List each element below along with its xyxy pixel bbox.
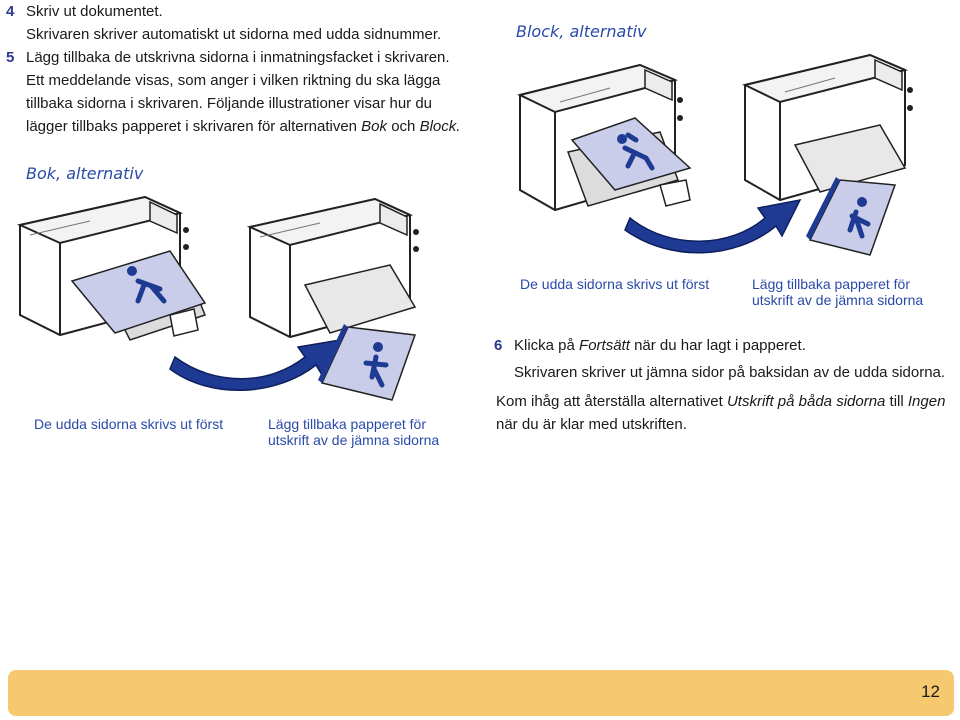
paper-sheet-icon: [570, 117, 692, 191]
bok-option-ref: Bok: [361, 118, 388, 135]
step-4-number: 4: [6, 3, 15, 20]
step-6-line1-pre: Klicka på: [514, 337, 580, 354]
curved-arrow-icon: [624, 198, 802, 254]
step-6-line4: när du är klar med utskriften.: [496, 416, 687, 433]
step-6-line1: Klicka på Fortsätt när du har lagt i pap…: [514, 334, 954, 357]
page-number: 12: [921, 682, 940, 701]
step-5-para-line2-a: tillbaka sidorna i skrivaren.: [26, 95, 203, 112]
step-5-para-line3: lägger tillbaks papperet i skrivaren för…: [26, 115, 496, 138]
bok-section-heading: Bok, alternativ: [26, 164, 144, 183]
step-5-title: Lägg tillbaka de utskrivna sidorna i inm…: [26, 49, 450, 66]
person-figure-icon: [127, 266, 137, 276]
block-caption-odd-first: De udda sidorna skrivs ut först: [520, 276, 710, 292]
step-6-number: 6: [494, 337, 503, 354]
step-5-para-mid: och: [387, 118, 420, 135]
bok-caption-reload: Lägg tillbaka papperet för utskrift av d…: [268, 416, 439, 448]
step-6-line2: Skrivaren skriver ut jämna sidor på baks…: [514, 364, 946, 381]
bok-caption-reload-line2: utskrift av de jämna sidorna: [268, 432, 440, 448]
bok-caption-reload-line1: Lägg tillbaka papperet för: [268, 416, 426, 432]
duplex-option-ref: Utskrift på båda sidorna: [726, 393, 886, 410]
step-4-title: Skriv ut dokumentet.: [26, 3, 163, 20]
footer-bar: 12: [8, 670, 954, 716]
step-4: 4 Skriv ut dokumentet. Skrivaren skriver…: [6, 0, 496, 46]
step-6-line3-pre: Kom ihåg att återställa alternativet: [496, 393, 727, 410]
continue-option-ref: Fortsätt: [579, 337, 630, 354]
paper-sheet-icon: [70, 250, 207, 334]
step-5-number: 5: [6, 49, 15, 66]
person-figure-icon: [622, 132, 655, 171]
block-caption-reload-line1: Lägg tillbaka papperet för: [752, 276, 910, 292]
step-6-line3-mid: till: [885, 393, 908, 410]
paper-sheet-icon: [806, 177, 897, 256]
person-figure-icon: [373, 342, 383, 352]
person-figure-icon: [857, 197, 867, 207]
bok-illustration: [16, 195, 419, 401]
paper-sheet-icon: [318, 324, 417, 401]
block-section-heading: Block, alternativ: [516, 22, 647, 41]
step-5-para-line3-pre: lägger tillbaks papperet i skrivaren för…: [26, 118, 362, 135]
block-option-ref: Block.: [419, 118, 461, 135]
block-caption-reload-line2: utskrift av de jämna sidorna: [752, 292, 924, 308]
step-4-detail: Skrivaren skriver automatiskt ut sidorna…: [26, 26, 442, 43]
printer-icon: [742, 53, 913, 202]
block-illustration: [517, 53, 913, 256]
block-caption-reload: Lägg tillbaka papperet för utskrift av d…: [752, 276, 923, 308]
step-5: 5 Lägg tillbaka de utskrivna sidorna i i…: [6, 46, 496, 138]
step-6-reminder: Kom ihåg att återställa alternativet Uts…: [496, 390, 954, 436]
step-6-line1-post: när du har lagt i papperet.: [629, 337, 806, 354]
step-5-para-line1: Ett meddelande visas, som anger i vilken…: [26, 72, 441, 89]
none-option-ref: Ingen: [907, 393, 946, 410]
curved-arrow-icon: [169, 339, 342, 392]
step-6: 6 Klicka på Fortsätt när du har lagt i p…: [494, 334, 954, 384]
bok-caption-odd-first: De udda sidorna skrivs ut först: [34, 416, 224, 432]
step-5-para-line2-b: Följande illustrationer visar hur du: [202, 95, 433, 112]
step-6-line3: Kom ihåg att återställa alternativet Uts…: [496, 390, 954, 413]
step-5-para-line2: tillbaka sidorna i skrivaren. Följande i…: [26, 92, 496, 115]
printer-icon: [246, 197, 419, 339]
